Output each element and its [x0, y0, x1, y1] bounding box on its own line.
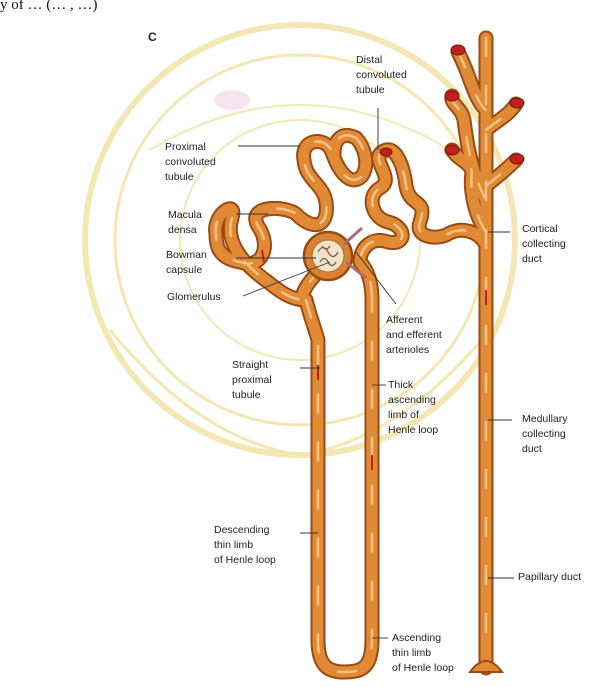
svg-text:limb of: limb of — [388, 409, 419, 421]
svg-text:Distal: Distal — [356, 54, 382, 66]
svg-text:collecting: collecting — [522, 428, 566, 440]
svg-text:Medullary: Medullary — [522, 413, 568, 425]
svg-text:capsule: capsule — [166, 264, 202, 276]
svg-text:thin limb: thin limb — [214, 539, 253, 551]
label-straight-proximal-tubule: Straight proximal tubule — [232, 359, 272, 401]
svg-text:Papillary duct: Papillary duct — [518, 571, 581, 583]
svg-text:Straight: Straight — [232, 359, 268, 371]
svg-text:Macula: Macula — [168, 209, 202, 221]
svg-text:Descending: Descending — [214, 524, 270, 536]
svg-text:of Henle loop: of Henle loop — [214, 554, 276, 566]
svg-text:tubule: tubule — [356, 84, 385, 96]
svg-text:Thick: Thick — [388, 379, 414, 391]
svg-text:convoluted: convoluted — [356, 69, 407, 81]
svg-text:of Henle loop: of Henle loop — [392, 662, 454, 674]
svg-text:thin limb: thin limb — [392, 647, 431, 659]
svg-text:Cortical: Cortical — [522, 223, 558, 235]
label-distal-convoluted-tubule: Distal convoluted tubule — [356, 54, 407, 96]
label-ascending-thin-limb: Ascending thin limb of Henle loop — [392, 632, 454, 674]
panel-letter: C — [148, 30, 157, 44]
svg-text:Glomerulus: Glomerulus — [167, 291, 221, 303]
svg-text:arterioles: arterioles — [386, 344, 429, 356]
svg-text:Afferent: Afferent — [386, 314, 423, 326]
svg-text:Ascending: Ascending — [392, 632, 441, 644]
label-glomerulus: Glomerulus — [167, 291, 221, 303]
svg-text:collecting: collecting — [522, 238, 566, 250]
svg-text:tubule: tubule — [165, 171, 194, 183]
nephron-tubule — [216, 38, 516, 672]
label-bowman-capsule: Bowman capsule — [166, 249, 207, 276]
svg-text:ascending: ascending — [388, 394, 436, 406]
svg-text:Henle loop: Henle loop — [388, 424, 438, 436]
svg-text:tubule: tubule — [232, 389, 261, 401]
label-papillary-duct: Papillary duct — [518, 571, 581, 583]
svg-text:duct: duct — [522, 443, 542, 455]
label-medullary-collecting-duct: Medullary collecting duct — [522, 413, 568, 455]
label-thick-ascending-limb: Thick ascending limb of Henle loop — [388, 379, 438, 436]
label-afferent-efferent-arterioles: Afferent and efferent arterioles — [386, 314, 442, 356]
svg-text:convoluted: convoluted — [165, 156, 216, 168]
svg-text:and efferent: and efferent — [386, 329, 442, 341]
label-macula-densa: Macula densa — [168, 209, 202, 236]
label-cortical-collecting-duct: Cortical collecting duct — [522, 223, 566, 265]
svg-text:Bowman: Bowman — [166, 249, 207, 261]
papillary-duct-base — [470, 661, 502, 672]
label-descending-thin-limb: Descending thin limb of Henle loop — [214, 524, 276, 566]
svg-text:densa: densa — [168, 224, 197, 236]
label-proximal-convoluted-tubule: Proximal convoluted tubule — [165, 141, 216, 183]
svg-text:Proximal: Proximal — [165, 141, 206, 153]
svg-text:duct: duct — [522, 253, 542, 265]
svg-text:proximal: proximal — [232, 374, 272, 386]
